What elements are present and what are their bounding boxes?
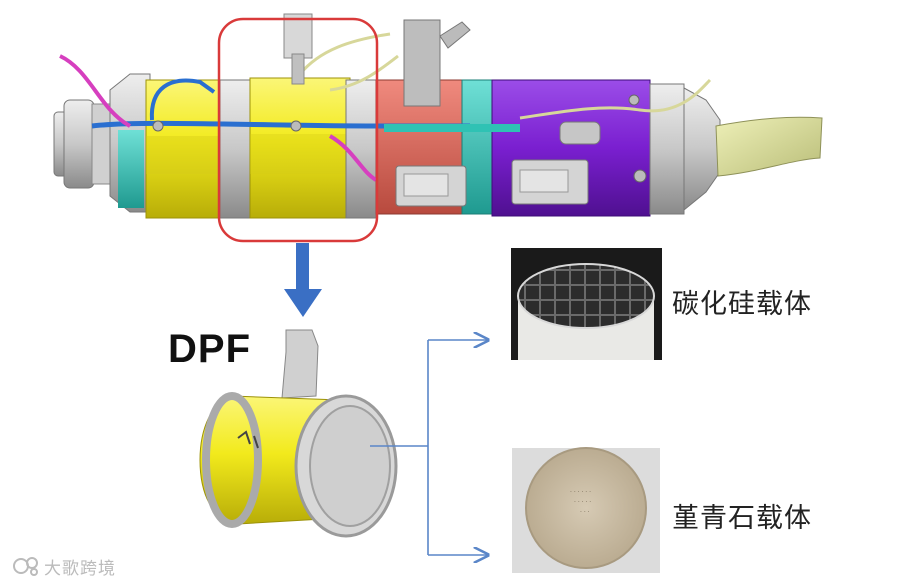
clamp-ring-2 <box>345 79 377 219</box>
svg-text:· · · · · ·: · · · · · · <box>570 489 591 496</box>
dpf-canister <box>199 329 398 538</box>
sic-substrate-photo <box>511 248 662 360</box>
watermark-logo-icon <box>13 557 38 576</box>
inlet-flange <box>53 99 117 189</box>
teal-band-2 <box>461 79 493 215</box>
nox-sensor <box>559 121 601 145</box>
silicon-carbide-label: 碳化硅载体 <box>672 289 812 320</box>
exhaust-assembly <box>53 13 823 219</box>
dpf-label: DPF <box>168 327 251 371</box>
magenta-pipe <box>59 54 131 128</box>
pressure-sensor <box>283 13 313 59</box>
dosing-module <box>403 19 441 107</box>
outlet-pipe <box>715 116 823 177</box>
svg-text:· · ·: · · · <box>580 509 590 516</box>
cordierite-label: 堇青石载体 <box>672 503 812 534</box>
outlet-cone <box>683 87 721 212</box>
doc-section <box>145 79 227 219</box>
mount-bracket <box>281 329 319 399</box>
teal-band-1 <box>118 130 144 208</box>
connector-lines <box>370 340 488 555</box>
dpf-section <box>249 77 351 219</box>
clamp-ring-1 <box>219 79 255 219</box>
dpf-highlight-box <box>217 17 379 243</box>
svg-text:· · · · ·: · · · · · <box>574 499 591 506</box>
sensor-wire <box>298 32 712 120</box>
down-arrow <box>284 243 322 317</box>
cordierite-substrate-photo: · · · · · · · · · · · · · · <box>512 447 660 573</box>
watermark-text: 大歌跨境 <box>44 559 116 579</box>
